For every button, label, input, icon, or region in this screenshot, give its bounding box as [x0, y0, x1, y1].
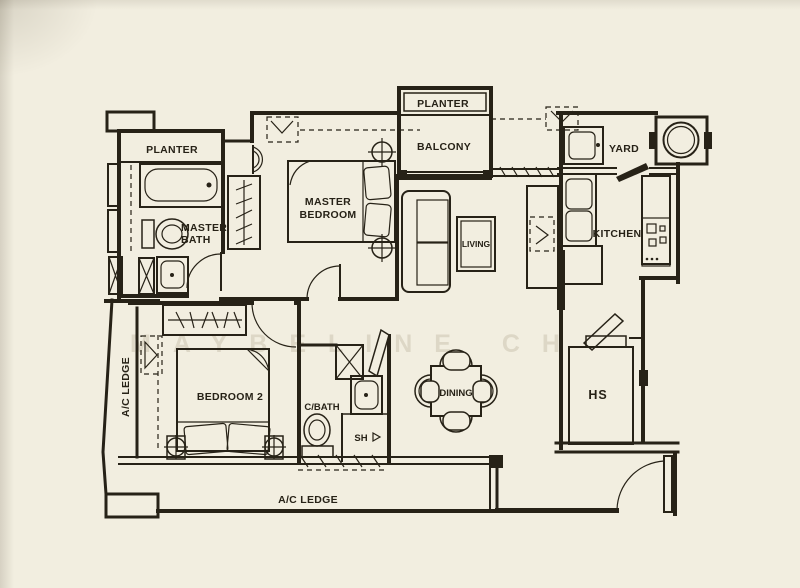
ledge-aircon-symbol — [140, 335, 163, 375]
vent-hatch — [299, 454, 381, 468]
sofa-icon — [401, 190, 451, 293]
basin-icon — [156, 256, 189, 294]
tv-console-icon — [526, 185, 559, 289]
label-dining: DINING — [439, 388, 472, 399]
wardrobe-icon — [227, 175, 261, 250]
wall-panel-1 — [107, 163, 121, 207]
label-ac-ledge-left: A/C LEDGE — [120, 357, 132, 417]
living-fixtures — [401, 106, 579, 293]
wall-masterbed-top — [250, 111, 399, 143]
wall-unit-bottom — [118, 456, 491, 465]
label-planter-top: PLANTER — [417, 98, 469, 110]
master-bedroom-fixtures — [227, 116, 420, 262]
shaft-icon — [138, 257, 155, 295]
wall-step-hs — [639, 370, 648, 386]
ceiling-point-icon — [368, 138, 396, 262]
entry-door-leaf — [663, 455, 673, 513]
hs-fixtures — [568, 335, 634, 445]
kitchen-counter-left-icon — [561, 173, 603, 285]
column — [483, 170, 492, 180]
label-ac-ledge-bottom: A/C LEDGE — [278, 494, 338, 506]
label-planter-left: PLANTER — [146, 144, 198, 156]
wall-planter-box — [105, 110, 156, 133]
toilet-icon — [141, 218, 189, 250]
wall-ledge-slant — [101, 298, 114, 496]
shower-head-icon — [372, 431, 382, 443]
dining-chair-right — [472, 374, 498, 408]
label-balcony: BALCONY — [417, 141, 471, 153]
wall-panel-2 — [107, 209, 121, 253]
bedroom2-fixtures — [140, 304, 286, 460]
label-master-bath-1: MASTER — [181, 222, 227, 234]
masterbed-door-arc — [306, 265, 341, 300]
bed-icon — [287, 160, 396, 243]
cbath-basin-icon — [350, 375, 383, 415]
dining-chair-top — [439, 349, 473, 371]
living-window — [490, 168, 559, 177]
yard-door-icon — [616, 163, 649, 182]
wall-balcony-planter-inner — [403, 92, 487, 112]
yard-basin-icon — [649, 115, 712, 166]
bed2-icon — [176, 348, 271, 456]
label-master-bedroom-2: BEDROOM — [300, 209, 357, 221]
label-master-bath-2: BATH — [181, 234, 211, 246]
bathtub-icon — [139, 163, 224, 208]
dining-chair-bottom — [439, 411, 473, 433]
window-hatch — [499, 166, 555, 178]
cbath-shaft-icon — [335, 344, 364, 380]
yard-kitchen-fixtures — [561, 115, 712, 285]
coffee-table-icon — [456, 216, 496, 272]
doors — [186, 252, 673, 513]
column — [398, 170, 407, 180]
label-living: LIVING — [462, 239, 491, 249]
master-bath-fixtures — [138, 163, 224, 295]
cbath-fixtures — [301, 344, 390, 462]
label-shower: SH — [354, 433, 367, 444]
label-bedroom-2: BEDROOM 2 — [197, 391, 263, 403]
label-kitchen: KITCHEN — [593, 228, 642, 240]
room-labels: PLANTER MASTER BATH MASTER BEDROOM PLANT… — [120, 98, 641, 506]
label-hs: HS — [588, 388, 607, 402]
ledge-box — [104, 492, 160, 519]
bedroom2-door-arc — [251, 302, 297, 348]
wall-fan-icon — [252, 145, 264, 174]
entry-door-arc — [616, 460, 665, 511]
walls — [101, 86, 680, 519]
masterbath-door-arc — [186, 253, 222, 289]
cbath-toilet-icon — [301, 413, 334, 458]
aircon-symbol — [266, 116, 299, 143]
column — [489, 455, 503, 468]
wall-balcony — [397, 86, 493, 178]
dining-chair-left — [414, 374, 440, 408]
wardrobe2-icon — [162, 304, 247, 336]
label-yard: YARD — [609, 143, 639, 155]
hs-door-leaf — [582, 312, 625, 352]
label-master-bedroom-1: MASTER — [305, 196, 351, 208]
balcony-sliding-door — [401, 171, 489, 180]
washing-machine-icon — [563, 126, 604, 165]
aircon-symbol-2 — [491, 106, 579, 131]
shaft-panel-icon — [108, 256, 123, 295]
label-cbath: C/BATH — [304, 402, 339, 413]
stove-icon — [641, 175, 671, 267]
dining-fixtures — [414, 349, 498, 433]
bedpost-icons — [164, 435, 286, 460]
hs-shelf — [585, 335, 627, 348]
